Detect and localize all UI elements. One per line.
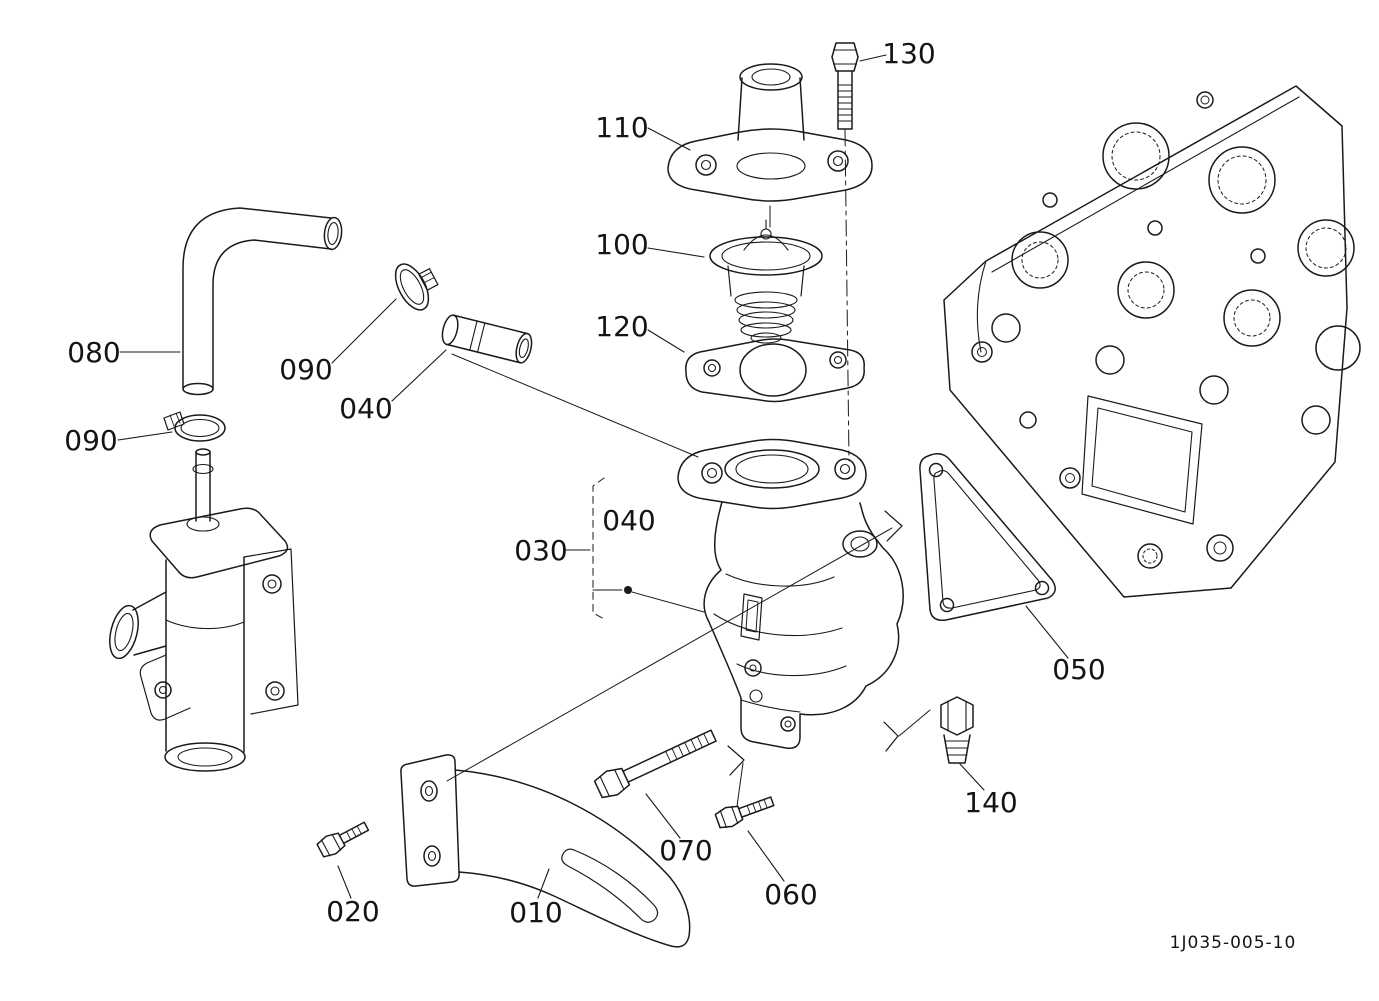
callout-140: 140 xyxy=(964,786,1017,819)
callout-060: 060 xyxy=(764,878,817,911)
callout-010: 010 xyxy=(509,896,562,929)
mount-plane-marks xyxy=(727,510,903,776)
bolt-060-art xyxy=(714,796,775,829)
hose-art xyxy=(182,207,343,396)
thermostat-cover-art xyxy=(667,63,873,202)
group-dot xyxy=(624,586,632,594)
bolt-130-art xyxy=(831,42,859,130)
bolt-020-art xyxy=(316,821,370,858)
thermostat-housing-art xyxy=(109,448,299,772)
callout-110: 110 xyxy=(595,111,648,144)
assembly-lines xyxy=(446,129,931,807)
bracket-art xyxy=(400,754,691,948)
leader-lines xyxy=(117,54,1069,899)
callout-120: 120 xyxy=(595,310,648,343)
water-flange-art xyxy=(677,438,904,750)
hose-clamp-lower-art xyxy=(163,411,226,442)
hose-clamp-upper-art xyxy=(394,263,439,311)
callout-080: 080 xyxy=(67,336,120,369)
callout-090-lower: 090 xyxy=(64,424,117,457)
callout-070: 070 xyxy=(659,834,712,867)
callout-090-upper: 090 xyxy=(279,353,332,386)
bolt-070-art xyxy=(593,729,717,799)
gasket-120-art xyxy=(685,338,865,403)
callout-050: 050 xyxy=(1052,653,1105,686)
cylinder-head-art xyxy=(943,85,1361,598)
gasket-050-art xyxy=(919,453,1056,622)
callout-020: 020 xyxy=(326,895,379,928)
callout-030: 030 xyxy=(514,534,567,567)
callout-040-pipe: 040 xyxy=(339,392,392,425)
plug-140-art xyxy=(940,696,974,764)
thermostat-art xyxy=(709,219,823,344)
callout-130: 130 xyxy=(882,37,935,70)
callout-100: 100 xyxy=(595,228,648,261)
callout-040-group: 040 xyxy=(602,504,655,537)
callout-labels: 130 110 100 120 080 090 040 090 030 040 … xyxy=(64,37,1105,929)
pipe-040-art xyxy=(441,314,533,364)
drawing-number: 1J035-005-10 xyxy=(1170,933,1297,953)
